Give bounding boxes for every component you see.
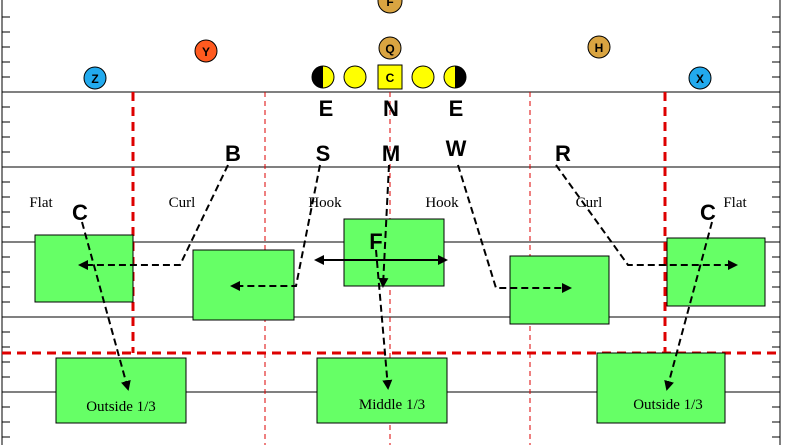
defender-corner-left: C: [72, 200, 88, 225]
under-zone-label: Flat: [29, 195, 53, 211]
deep-zone-label: Middle 1/3: [359, 397, 425, 413]
player-Z: Z: [83, 66, 107, 90]
offense: F Y Q H Z X C: [83, 0, 712, 90]
under-zone-label: Flat: [723, 195, 747, 211]
defender-safety: F: [369, 229, 382, 254]
deep-zone-label: Outside 1/3: [86, 399, 156, 415]
player-label: C: [386, 71, 395, 85]
defender-B: B: [225, 141, 241, 166]
zone-box-deep-left: [55, 357, 187, 424]
tight-end-right: [443, 65, 467, 89]
tight-end-left: [311, 65, 335, 89]
defender-corner-right: C: [700, 200, 716, 225]
defender-end-left: E: [319, 96, 334, 121]
route-R: [555, 164, 738, 270]
zone-boxes: [34, 218, 766, 424]
player-label: Z: [91, 72, 98, 86]
player-Q: Q: [378, 36, 402, 60]
guard-right: [411, 65, 435, 89]
player-label: F: [386, 0, 393, 9]
zone-box-flat-right: [666, 237, 766, 307]
route-M: [378, 164, 390, 288]
defender-W: W: [446, 136, 467, 161]
player-label: Y: [202, 45, 210, 59]
under-zone-label: Hook: [308, 195, 342, 211]
zone-box-flat-left: [34, 234, 134, 303]
route-C-left: [81, 221, 131, 391]
defender-M: M: [382, 141, 400, 166]
route-B: [78, 164, 229, 270]
defender-R: R: [555, 141, 571, 166]
zone-box-curl-right: [509, 255, 610, 325]
player-C: C: [377, 64, 403, 90]
player-X: X: [688, 66, 712, 90]
under-zone-label: Curl: [576, 195, 603, 211]
route-F-deep: [375, 249, 393, 390]
deep-zone-label: Outside 1/3: [633, 397, 703, 413]
hash-ticks: [2, 16, 780, 438]
defender-nose: N: [383, 96, 399, 121]
player-F: F: [377, 0, 403, 14]
zone-box-curl-left: [192, 249, 295, 321]
player-H: H: [587, 35, 611, 59]
defender-end-right: E: [449, 96, 464, 121]
route-W: [457, 164, 572, 293]
defender-S: S: [316, 141, 331, 166]
zone-dividers: [264, 92, 531, 445]
player-label: X: [696, 72, 704, 86]
player-label: Q: [385, 42, 394, 56]
zone-box-deep-right: [596, 352, 726, 424]
drop-routes: [78, 164, 738, 391]
player-label: H: [595, 41, 604, 55]
zone-box-deep-middle: [316, 357, 448, 424]
under-zone-label: Hook: [425, 195, 459, 211]
route-S: [230, 164, 321, 291]
player-Y: Y: [194, 39, 218, 63]
under-zone-label: Curl: [169, 195, 196, 211]
zone-box-hook-middle: [343, 218, 445, 287]
guard-left: [343, 65, 367, 89]
route-C-right: [664, 221, 713, 391]
